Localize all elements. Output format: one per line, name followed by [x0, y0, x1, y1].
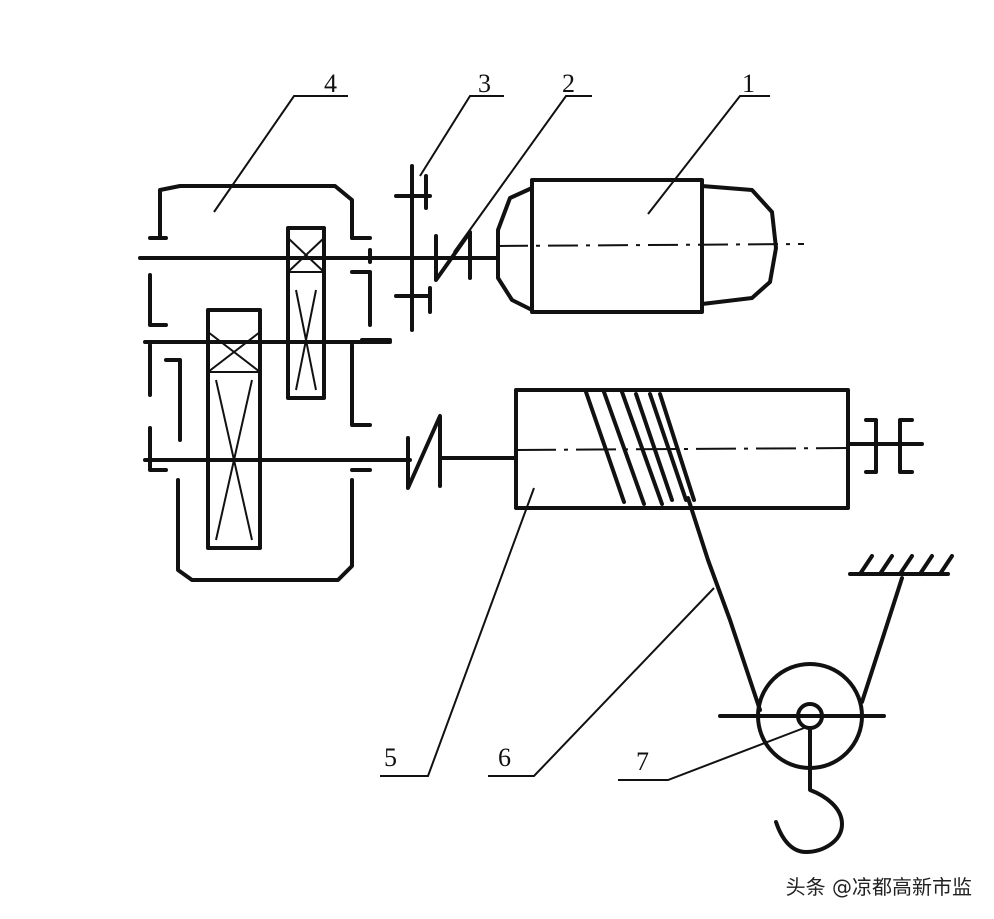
coupling-upper [434, 230, 472, 282]
brake [394, 164, 432, 332]
label-6: 6 [498, 743, 511, 772]
pulley-block [718, 662, 886, 770]
shafts [138, 256, 518, 462]
coupling-lower [406, 414, 442, 490]
label-5: 5 [384, 743, 397, 772]
hook [774, 726, 844, 854]
label-1: 1 [742, 69, 755, 98]
drum-bearing [846, 418, 924, 474]
fixed-anchor [848, 554, 954, 576]
small-gear-upper [286, 226, 326, 400]
label-4: 4 [324, 69, 337, 98]
motor [496, 178, 805, 314]
watermark: 头条 @凉都高新市监 [785, 875, 972, 899]
large-gear-lower [206, 308, 262, 550]
label-3: 3 [478, 69, 491, 98]
gearbox-housing [148, 184, 392, 582]
label-7: 7 [636, 747, 649, 776]
wire-rope [686, 496, 904, 712]
drum [514, 388, 850, 510]
label-2: 2 [562, 69, 575, 98]
leader-lines [213, 95, 805, 781]
